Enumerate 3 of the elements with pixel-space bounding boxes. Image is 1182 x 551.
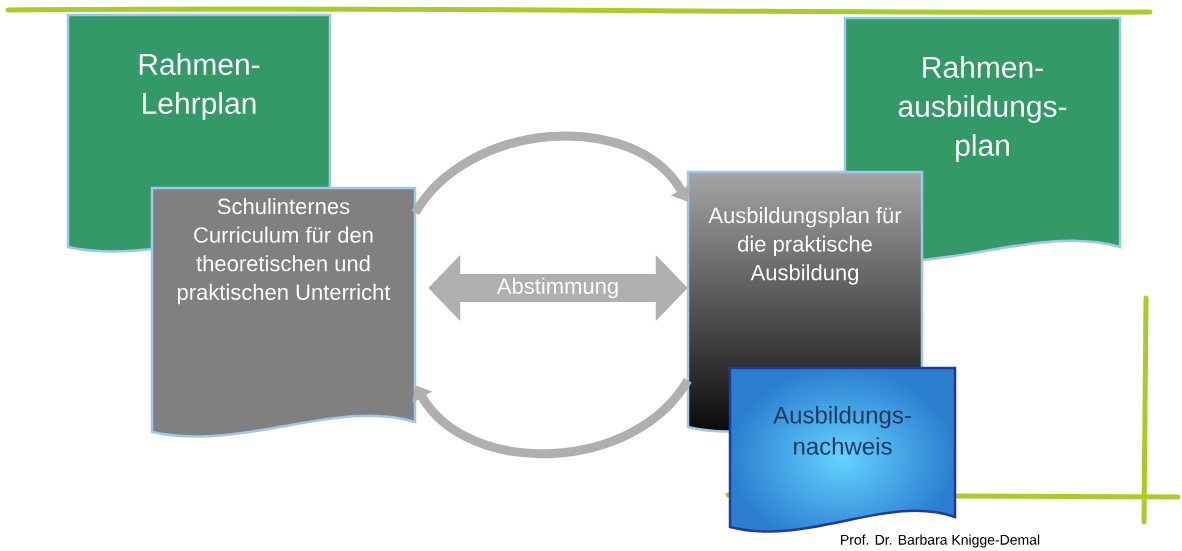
curved-arrow [412, 377, 692, 458]
curved-arrow [411, 131, 691, 216]
author-credit: Prof. Dr. Barbara Knigge-Demal [841, 534, 1040, 548]
